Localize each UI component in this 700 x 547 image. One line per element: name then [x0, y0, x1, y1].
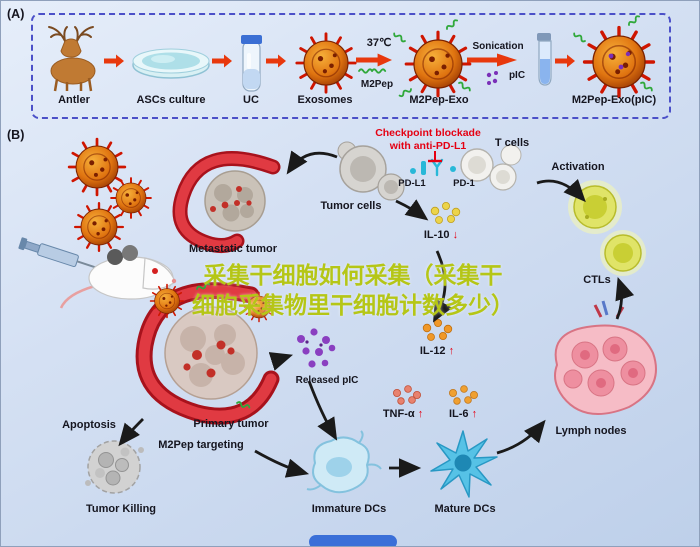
mouse-icon — [59, 245, 177, 309]
label-antler: Antler — [58, 94, 90, 106]
pd-checkpoint-icon — [410, 151, 456, 177]
tnf-cytokines-icon — [392, 385, 421, 405]
label-lymph-nodes: Lymph nodes — [555, 425, 627, 437]
label-temperature: 37℃ — [366, 37, 392, 49]
il6-up-arrow-icon: ↑ — [471, 408, 478, 420]
metastatic-tumor-icon — [172, 151, 281, 254]
label-tnf-alpha: TNF-α ↑ — [373, 408, 433, 420]
label-sonication: Sonication — [472, 41, 524, 52]
panel-a-graphics — [48, 14, 656, 99]
lymph-nodes-icon — [554, 300, 657, 415]
released-pic-icon — [297, 328, 336, 368]
label-released-pic: Released pIC — [295, 375, 359, 386]
watermark-line2: 细胞采集物里干细胞计数多少） — [192, 291, 514, 318]
petri-dish-icon — [132, 48, 210, 79]
apoptotic-cell-icon — [85, 440, 144, 494]
t-cells-icon — [460, 144, 522, 191]
label-uc: UC — [243, 94, 259, 106]
watermark-text: 采集干细胞如何采集（采集干 细胞采集物里干细胞计数多少） — [173, 261, 533, 321]
label-pd-1: PD-1 — [453, 178, 475, 189]
label-ctls: CTLs — [583, 274, 611, 286]
pic-dots-icon — [486, 71, 498, 85]
sonication-tube-icon — [537, 33, 552, 86]
label-tumor-cells: Tumor cells — [320, 200, 382, 212]
tumor-cells-icon — [337, 141, 405, 201]
tnf-up-arrow-icon: ↑ — [417, 408, 424, 420]
label-mature-dcs: Mature DCs — [434, 503, 496, 515]
label-primary-tumor: Primary tumor — [193, 418, 269, 430]
label-apoptosis: Apoptosis — [62, 419, 116, 431]
label-immature-dcs: Immature DCs — [311, 503, 387, 515]
m2pep-exo-pic-icon — [572, 14, 656, 99]
panel-b-tag: (B) — [7, 128, 25, 142]
panel-a-tag: (A) — [7, 7, 25, 21]
primary-tumor-icon — [135, 282, 280, 425]
label-m2pep: M2Pep — [360, 79, 394, 90]
il6-text: IL-6 — [448, 408, 469, 420]
flow-arrows — [118, 150, 635, 478]
mature-dc-icon — [430, 430, 498, 498]
label-checkpoint-line2: with anti-PD-L1 — [389, 140, 467, 152]
syringe-icon — [18, 237, 99, 270]
bottom-badge — [309, 535, 397, 546]
label-m2pep-exo-pic: M2Pep-Exo(pIC) — [571, 94, 657, 106]
label-pic: pIC — [508, 70, 526, 81]
label-il10: IL-10 ↓ — [413, 229, 469, 241]
centrifuge-tube-icon — [241, 35, 262, 92]
exosome-particles-icon — [67, 137, 152, 253]
il12-up-arrow-icon: ↑ — [448, 345, 455, 357]
label-ascs-culture: ASCs culture — [136, 94, 206, 106]
label-il12: IL-12 ↑ — [409, 345, 465, 357]
il6-cytokines-icon — [448, 385, 478, 405]
label-exosomes: Exosomes — [297, 94, 353, 106]
label-tumor-killing: Tumor Killing — [85, 503, 157, 515]
il10-down-arrow-icon: ↓ — [452, 229, 459, 241]
il10-cytokines-icon — [430, 201, 461, 224]
label-pd-l1: PD-L1 — [398, 178, 426, 189]
label-il6: IL-6 ↑ — [439, 408, 487, 420]
panel-a-frame — [31, 13, 671, 119]
label-metastatic-tumor: Metastatic tumor — [188, 243, 278, 255]
il12-text: IL-12 — [419, 345, 446, 357]
tnf-text: TNF-α — [382, 408, 415, 420]
label-checkpoint-line1: Checkpoint blockade — [375, 127, 481, 139]
label-m2pep-exo: M2Pep-Exo — [409, 94, 469, 106]
il12-cytokines-icon — [422, 318, 453, 341]
antler-deer-icon — [48, 26, 96, 92]
il10-text: IL-10 — [423, 229, 450, 241]
immature-dc-icon — [306, 430, 382, 494]
label-activation: Activation — [551, 161, 605, 173]
label-m2pep-targeting: M2Pep targeting — [158, 439, 244, 451]
watermark-line1: 采集干细胞如何采集（采集干 — [203, 262, 503, 288]
label-t-cells: T cells — [494, 137, 530, 149]
panel-b-graphics — [18, 137, 657, 498]
